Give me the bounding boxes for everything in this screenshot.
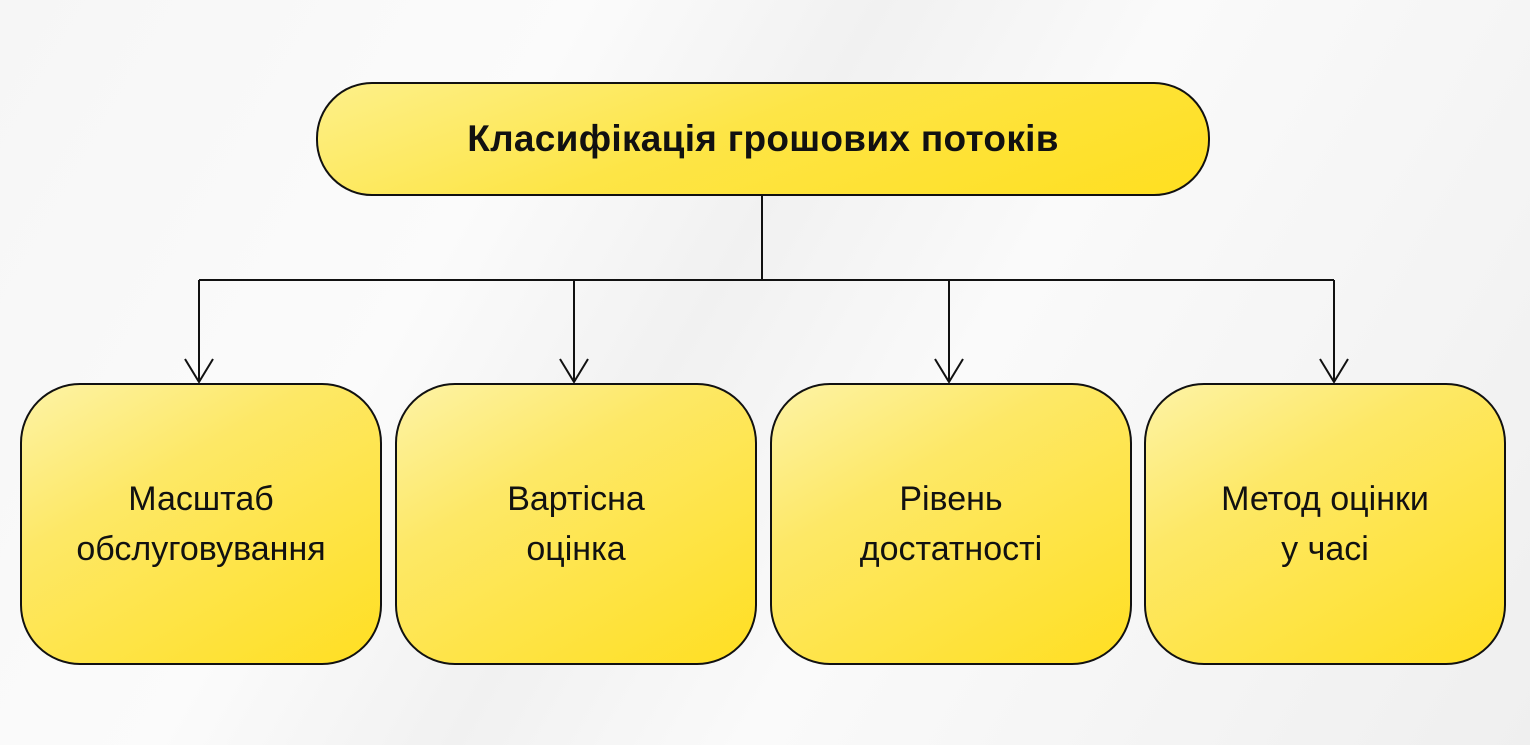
child-label: Метод оцінки у часі (1221, 480, 1429, 568)
child-node-value: Вартісна оцінка (395, 383, 757, 665)
root-node: Класифікація грошових потоків (316, 82, 1210, 196)
child-label: Масштаб обслуговування (76, 480, 326, 568)
child-node-time-method: Метод оцінки у часі (1144, 383, 1506, 665)
arrow-2 (559, 280, 589, 384)
arrow-1 (184, 280, 214, 384)
arrow-3 (934, 280, 964, 384)
child-node-scale: Масштаб обслуговування (20, 383, 382, 665)
child-node-sufficiency: Рівень достатності (770, 383, 1132, 665)
root-label: Класифікація грошових потоків (467, 118, 1059, 159)
child-label: Вартісна оцінка (507, 480, 645, 568)
arrow-4 (1319, 280, 1349, 384)
child-label: Рівень достатності (859, 480, 1043, 568)
